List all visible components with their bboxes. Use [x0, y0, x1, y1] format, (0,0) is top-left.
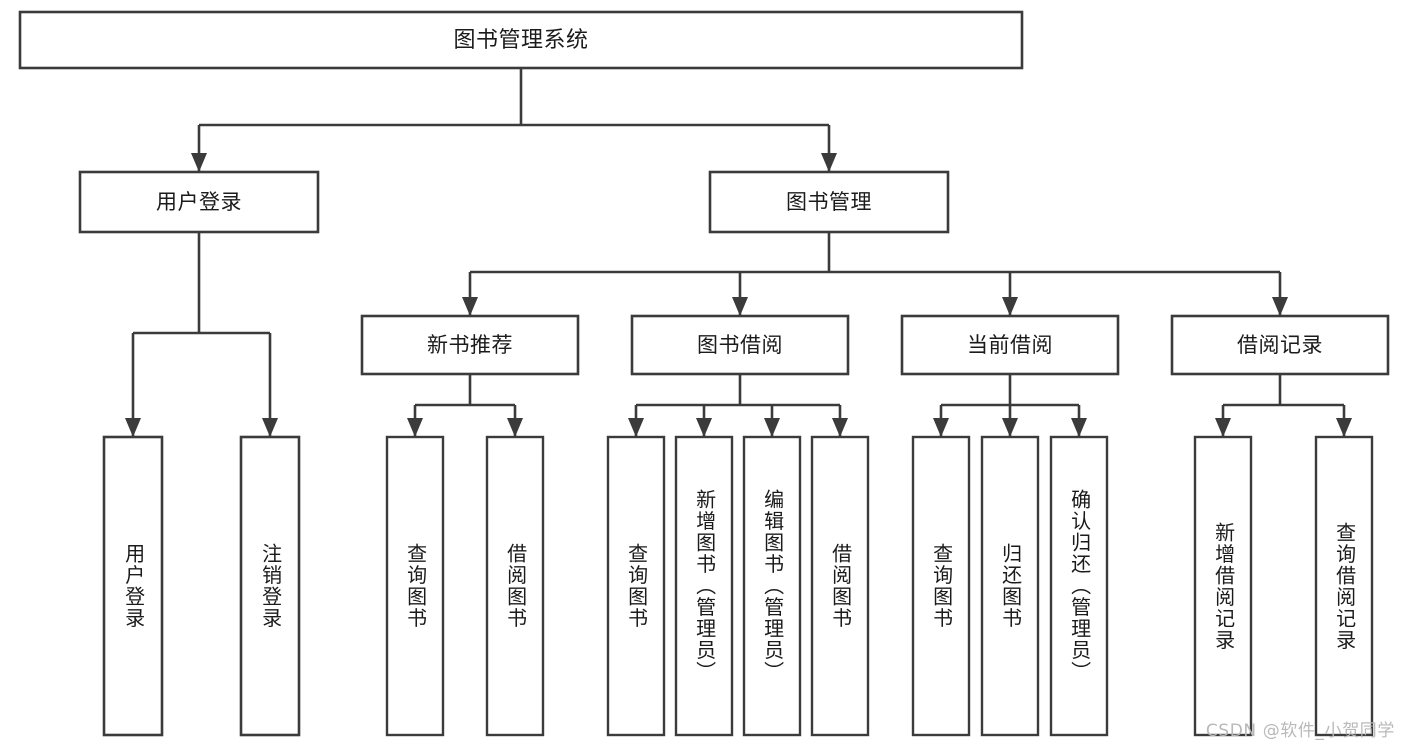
node-label-book-borrow: 图书借阅	[697, 333, 783, 357]
node-box-return-book[interactable]	[980, 435, 1040, 737]
arrowhead-query-book	[628, 418, 644, 437]
arrowhead-user-login	[191, 153, 207, 172]
arrowhead-borrow-book	[832, 418, 848, 437]
node-label-new-book-recommend: 新书推荐	[427, 333, 513, 357]
node-boxes-layer	[18, 10, 1390, 737]
node-label-book-management-system: 图书管理系统	[453, 28, 588, 53]
node-box-add-borrow-record[interactable]	[1193, 435, 1253, 737]
arrowhead-book-management	[821, 153, 837, 172]
arrowhead-add-book-admin	[696, 418, 712, 437]
node-box-borrow-book[interactable]	[485, 435, 545, 737]
node-box-edit-book-admin[interactable]	[742, 435, 802, 737]
node-box-logout-login[interactable]	[239, 435, 301, 737]
node-label-current-borrow: 当前借阅	[967, 333, 1053, 357]
node-box-new-book-recommend[interactable]	[360, 314, 580, 376]
node-box-borrow-record[interactable]	[1170, 314, 1390, 376]
arrowhead-add-borrow-record	[1215, 418, 1231, 437]
arrowhead-edit-book-admin	[764, 418, 780, 437]
arrowhead-user-login	[125, 418, 141, 437]
arrowhead-current-borrow	[1002, 297, 1018, 316]
arrowhead-query-borrow-record	[1336, 418, 1352, 437]
arrowhead-query-book	[933, 418, 949, 437]
arrowhead-confirm-return-admin	[1071, 418, 1087, 437]
node-box-query-book[interactable]	[606, 435, 666, 737]
arrowhead-query-book	[407, 418, 423, 437]
watermark-text: CSDN @软件_小贺同学	[1205, 721, 1395, 741]
node-box-add-book-admin[interactable]	[674, 435, 734, 737]
arrowhead-borrow-record	[1272, 297, 1288, 316]
node-label-borrow-record: 借阅记录	[1237, 333, 1323, 357]
node-box-book-borrow[interactable]	[630, 314, 850, 376]
node-box-book-management[interactable]	[708, 170, 950, 234]
node-box-borrow-book[interactable]	[810, 435, 870, 737]
node-box-query-borrow-record[interactable]	[1314, 435, 1374, 737]
node-box-query-book[interactable]	[385, 435, 445, 737]
node-box-query-book[interactable]	[911, 435, 971, 737]
node-label-user-login: 用户登录	[156, 190, 242, 214]
connector-edges-layer	[125, 68, 1352, 437]
node-box-user-login[interactable]	[102, 435, 164, 737]
node-box-book-management-system[interactable]	[18, 10, 1024, 70]
node-box-user-login[interactable]	[78, 170, 320, 234]
node-box-confirm-return-admin[interactable]	[1049, 435, 1109, 737]
node-box-current-borrow[interactable]	[900, 314, 1120, 376]
arrowhead-logout-login	[262, 418, 278, 437]
arrowhead-new-book-recommend	[462, 297, 478, 316]
arrowhead-return-book	[1002, 418, 1018, 437]
node-label-book-management: 图书管理	[786, 190, 872, 214]
arrowhead-borrow-book	[507, 418, 523, 437]
arrowhead-book-borrow	[732, 297, 748, 316]
